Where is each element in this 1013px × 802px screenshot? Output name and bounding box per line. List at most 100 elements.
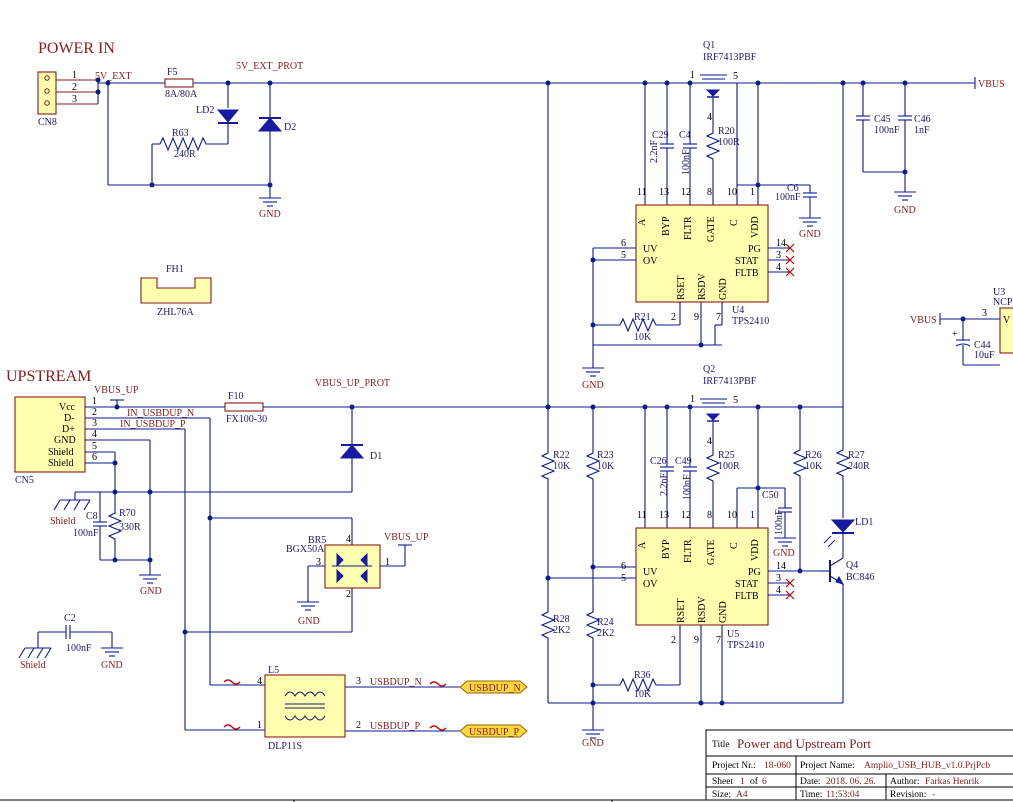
fh1-fuse-holder[interactable]: FH1 ZHL76A bbox=[140, 264, 212, 318]
svg-text:2: 2 bbox=[92, 407, 97, 418]
r24-value: 2K2 bbox=[597, 628, 614, 639]
c6-value: 100nF bbox=[775, 192, 801, 203]
svg-text:PG: PG bbox=[748, 244, 761, 255]
gnd-symbol-cn5: GND bbox=[139, 574, 162, 597]
svg-text:USBDUP_P: USBDUP_P bbox=[469, 727, 519, 738]
c45-value: 100nF bbox=[874, 125, 900, 136]
svg-text:FLTB: FLTB bbox=[735, 268, 759, 279]
c46-capacitor[interactable]: C46 1nF bbox=[898, 83, 931, 192]
r63-ref: R63 bbox=[172, 128, 189, 139]
f10-fuse[interactable]: F10 FX100-30 bbox=[224, 391, 267, 425]
d2-ref: D2 bbox=[284, 122, 296, 133]
r23-resistor[interactable]: R23 10K bbox=[585, 407, 615, 567]
cn8-connector[interactable]: 1 2 3 CN8 bbox=[37, 70, 98, 128]
tb-project-nr: 18-060 bbox=[764, 761, 791, 771]
f5-fuse[interactable]: F5 8A/80A bbox=[164, 67, 198, 100]
q1-mosfet[interactable]: Q1 IRF7413PBF 1 4 5 bbox=[690, 40, 757, 123]
gnd-symbol-br5: GND bbox=[297, 601, 320, 627]
r21-resistor[interactable]: R21 10K bbox=[593, 312, 680, 343]
d1-tvs-diode[interactable]: D1 bbox=[339, 407, 382, 492]
c4-value: 100nF bbox=[681, 149, 692, 175]
r20-resistor[interactable]: R20 100R bbox=[705, 126, 740, 205]
u5-tps2410[interactable]: A BYP FLTR GATE C VDD 11 13 12 8 10 1 UV… bbox=[621, 510, 786, 651]
r24-resistor[interactable]: R24 2K2 bbox=[585, 567, 614, 730]
svg-text:Revision:: Revision: bbox=[890, 790, 926, 800]
svg-text:GND: GND bbox=[773, 548, 795, 559]
svg-text:FLTR: FLTR bbox=[683, 539, 694, 563]
section-title-power-in: POWER IN bbox=[38, 40, 115, 57]
r25-resistor[interactable]: R25 100R bbox=[705, 445, 740, 528]
svg-text:GND: GND bbox=[140, 586, 162, 597]
q2-mosfet[interactable]: Q2 IRF7413PBF 1 4 5 bbox=[690, 364, 757, 447]
u3-regulator[interactable]: U3 NCP V bbox=[993, 287, 1013, 354]
l5-ref: L5 bbox=[268, 665, 279, 676]
r27-resistor[interactable]: R27 240R bbox=[835, 407, 870, 518]
svg-text:11: 11 bbox=[637, 510, 647, 521]
svg-text:4: 4 bbox=[776, 262, 781, 273]
r26-ref: R26 bbox=[805, 450, 822, 461]
c26-value: 2.2nF bbox=[659, 473, 670, 497]
c49-capacitor[interactable]: C49 100nF bbox=[675, 407, 697, 528]
svg-text:13: 13 bbox=[659, 510, 669, 521]
c44-capacitor[interactable]: + C44 10uF bbox=[952, 319, 995, 365]
r70-ref: R70 bbox=[119, 508, 136, 519]
c8-capacitor[interactable]: C8 100nF bbox=[73, 492, 107, 560]
title-block: Title Power and Upstream Port Project Nr… bbox=[0, 729, 1013, 802]
l5-common-mode-choke[interactable]: L5 DLP11S 1 2 3 4 bbox=[257, 665, 361, 752]
port-usbdup-p[interactable]: USBDUP_P bbox=[459, 724, 528, 738]
ld1-ref: LD1 bbox=[855, 517, 873, 528]
svg-text:7: 7 bbox=[716, 635, 721, 646]
net-vbus-up: VBUS_UP bbox=[94, 385, 139, 396]
svg-text:5: 5 bbox=[621, 250, 626, 261]
r22-resistor[interactable]: R22 10K bbox=[540, 450, 571, 578]
svg-text:Size:: Size: bbox=[712, 790, 731, 800]
c44-ref: C44 bbox=[974, 340, 991, 351]
br5-esd-array[interactable]: BR5 BGX50A 1 2 3 4 bbox=[286, 534, 390, 600]
c45-capacitor[interactable]: C45 100nF bbox=[856, 83, 900, 172]
c29-capacitor[interactable]: C29 2.2nF bbox=[649, 83, 674, 205]
net-usbdup-p-wire: USBDUP_P bbox=[370, 721, 420, 732]
svg-text:GND: GND bbox=[582, 738, 604, 749]
f10-ref: F10 bbox=[228, 391, 244, 402]
port-usbdup-n[interactable]: USBDUP_N bbox=[459, 680, 528, 694]
d2-tvs-diode[interactable]: D2 bbox=[257, 83, 296, 198]
u4-ref: U4 bbox=[732, 305, 744, 316]
svg-text:GND: GND bbox=[298, 616, 320, 627]
r28-resistor[interactable]: R28 2K2 bbox=[540, 578, 570, 703]
r26-resistor[interactable]: R26 10K bbox=[792, 407, 823, 571]
c26-capacitor[interactable]: C26 2.2nF bbox=[650, 407, 674, 528]
ld1-led[interactable]: LD1 bbox=[823, 517, 873, 558]
svg-text:Shield: Shield bbox=[50, 516, 76, 527]
r20-ref: R20 bbox=[718, 126, 735, 137]
c46-ref: C46 bbox=[914, 114, 931, 125]
r23-value: 10K bbox=[597, 461, 615, 472]
q4-transistor[interactable]: Q4 BC846 bbox=[820, 557, 874, 585]
svg-text:V: V bbox=[1003, 315, 1011, 326]
c6-capacitor[interactable]: C6 100nF bbox=[775, 183, 817, 218]
c50-capacitor[interactable]: C50 100nF bbox=[762, 488, 792, 538]
tb-size: A4 bbox=[736, 790, 748, 800]
c50-ref: C50 bbox=[762, 490, 779, 501]
u4-tps2410[interactable]: A BYP FLTR GATE C VDD 11 13 12 8 10 1 UV… bbox=[621, 187, 786, 327]
r63-resistor[interactable]: R63 240R bbox=[152, 128, 228, 160]
r26-value: 10K bbox=[805, 461, 823, 472]
svg-text:BYP: BYP bbox=[661, 216, 672, 236]
c4-capacitor[interactable]: C4 100nF bbox=[679, 83, 697, 205]
c2-capacitor[interactable]: C2 100nF bbox=[38, 613, 112, 654]
svg-text:4: 4 bbox=[776, 585, 781, 596]
r27-value: 240R bbox=[848, 461, 870, 472]
svg-text:PG: PG bbox=[748, 567, 761, 578]
svg-text:GND: GND bbox=[101, 660, 123, 671]
c26-ref: C26 bbox=[650, 456, 667, 467]
svg-text:1: 1 bbox=[92, 396, 97, 407]
cn5-usb-connector[interactable]: Vcc D- D+ GND Shield Shield 1 2 3 4 5 6 … bbox=[14, 396, 97, 486]
net-vbus-up-br5: VBUS_UP bbox=[384, 532, 429, 543]
svg-text:Project Nr.:: Project Nr.: bbox=[712, 761, 756, 771]
q1-pin-1: 1 bbox=[690, 70, 695, 81]
r70-resistor[interactable]: R70 330R bbox=[107, 508, 141, 560]
svg-text:2: 2 bbox=[356, 720, 361, 731]
tb-author: Farkas Henrik bbox=[925, 777, 979, 787]
ld2-led[interactable]: LD2 bbox=[196, 83, 240, 144]
r36-resistor[interactable]: R36 10K bbox=[593, 670, 680, 700]
net-5v-ext-prot: 5V_EXT_PROT bbox=[236, 61, 303, 72]
